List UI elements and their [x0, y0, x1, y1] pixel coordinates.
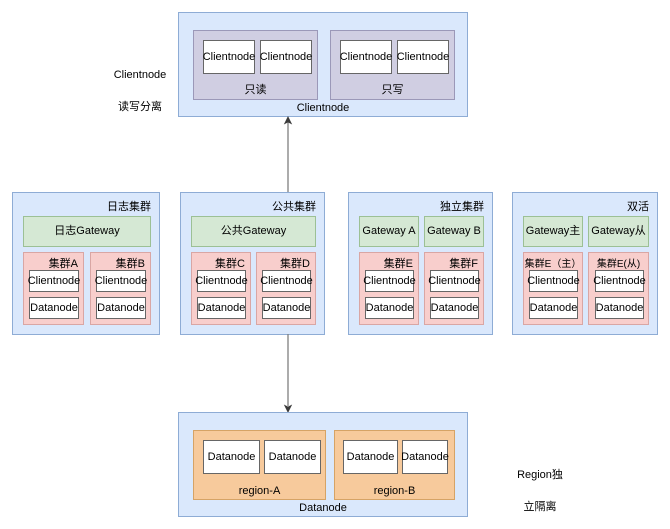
datanode-section: Datanode Datanode region-A Datanode Data… [178, 412, 468, 517]
cluster-node[interactable]: Datanode [29, 297, 79, 319]
cluster-node[interactable]: Clientnode [527, 270, 580, 292]
label-clientnode-readwrite-split-line1: Clientnode [113, 68, 167, 81]
cluster-node[interactable]: Datanode [96, 297, 146, 319]
cluster-node[interactable]: Datanode [529, 297, 578, 319]
subcluster-box[interactable]: 集群E（主） Clientnode Datanode [523, 252, 583, 325]
gateway-box[interactable]: 日志Gateway [23, 216, 151, 247]
subcluster-title: 集群E（主） [524, 259, 582, 270]
cluster-independent-title: 独立集群 [440, 201, 484, 213]
cluster-public-title: 公共集群 [272, 201, 316, 213]
subcluster-title: 集群C [215, 258, 245, 270]
region-b-caption: region-B [373, 485, 416, 497]
region-a-box[interactable]: Datanode Datanode region-A [193, 430, 326, 500]
cluster-log: 日志集群 日志Gateway 集群A Clientnode Datanode 集… [12, 192, 160, 335]
subcluster-box[interactable]: 集群A Clientnode Datanode [23, 252, 84, 325]
datanode-section-caption: Datanode [299, 502, 347, 514]
cluster-dual-active: 双活 Gateway主 Gateway从 集群E（主） Clientnode D… [512, 192, 658, 335]
subcluster-box[interactable]: 集群B Clientnode Datanode [90, 252, 151, 325]
clientnode-section: Clientnode Clientnode 只读 Clientnode Clie… [178, 12, 468, 117]
gateway-box[interactable]: Gateway A [359, 216, 419, 247]
gateway-box[interactable]: Gateway从 [588, 216, 649, 247]
connector-cluster-to-clientnode [280, 115, 296, 195]
label-region-isolation: Region独 立隔离 [485, 452, 595, 529]
cluster-node[interactable]: Clientnode [593, 270, 646, 292]
subcluster-box[interactable]: 集群F Clientnode Datanode [424, 252, 484, 325]
clientnode-group-writeonly[interactable]: Clientnode Clientnode 只写 [330, 30, 455, 100]
cluster-node[interactable]: Datanode [197, 297, 246, 319]
cluster-dual-active-title: 双活 [627, 201, 649, 213]
gateway-box[interactable]: Gateway主 [523, 216, 583, 247]
clientnode-node[interactable]: Clientnode [340, 40, 392, 74]
subcluster-box[interactable]: 集群C Clientnode Datanode [191, 252, 251, 325]
clientnode-group-writeonly-caption: 只写 [381, 84, 404, 96]
gateway-box[interactable]: 公共Gateway [191, 216, 316, 247]
subcluster-title: 集群E [383, 258, 413, 270]
cluster-node[interactable]: Datanode [262, 297, 311, 319]
cluster-node[interactable]: Clientnode [195, 270, 248, 292]
clientnode-node[interactable]: Clientnode [397, 40, 449, 74]
cluster-log-title: 日志集群 [107, 201, 151, 213]
cluster-node[interactable]: Clientnode [28, 270, 80, 292]
subcluster-title: 集群F [449, 258, 478, 270]
label-region-isolation-line2: 立隔离 [523, 500, 557, 513]
clientnode-group-readonly-caption: 只读 [244, 84, 267, 96]
label-region-isolation-line1: Region独 [517, 468, 563, 481]
subcluster-box[interactable]: 集群E Clientnode Datanode [359, 252, 419, 325]
subcluster-box[interactable]: 集群E(从) Clientnode Datanode [588, 252, 649, 325]
cluster-public: 公共集群 公共Gateway 集群C Clientnode Datanode 集… [180, 192, 325, 335]
subcluster-title: 集群A [48, 258, 78, 270]
cluster-node[interactable]: Clientnode [363, 270, 416, 292]
cluster-node[interactable]: Datanode [595, 297, 644, 319]
connector-cluster-to-datanode [280, 334, 296, 414]
subcluster-title: 集群B [115, 258, 145, 270]
clientnode-group-readonly[interactable]: Clientnode Clientnode 只读 [193, 30, 318, 100]
datanode-node[interactable]: Datanode [264, 440, 321, 474]
cluster-node[interactable]: Datanode [430, 297, 479, 319]
clientnode-node[interactable]: Clientnode [203, 40, 255, 74]
cluster-independent: 独立集群 Gateway A Gateway B 集群E Clientnode … [348, 192, 493, 335]
subcluster-title: 集群E(从) [596, 259, 641, 270]
subcluster-title: 集群D [280, 258, 310, 270]
gateway-box[interactable]: Gateway B [424, 216, 484, 247]
datanode-node[interactable]: Datanode [203, 440, 260, 474]
cluster-node[interactable]: Clientnode [95, 270, 147, 292]
label-clientnode-readwrite-split: Clientnode 读写分离 [80, 52, 200, 132]
clientnode-node[interactable]: Clientnode [260, 40, 312, 74]
clientnode-section-caption: Clientnode [296, 102, 350, 114]
region-b-box[interactable]: Datanode Datanode region-B [334, 430, 455, 500]
datanode-node[interactable]: Datanode [343, 440, 398, 474]
cluster-node[interactable]: Clientnode [260, 270, 313, 292]
cluster-node[interactable]: Datanode [365, 297, 414, 319]
cluster-node[interactable]: Clientnode [428, 270, 481, 292]
label-clientnode-readwrite-split-line2: 读写分离 [118, 100, 162, 113]
region-a-caption: region-A [238, 485, 281, 497]
subcluster-box[interactable]: 集群D Clientnode Datanode [256, 252, 316, 325]
datanode-node[interactable]: Datanode [401, 440, 449, 474]
